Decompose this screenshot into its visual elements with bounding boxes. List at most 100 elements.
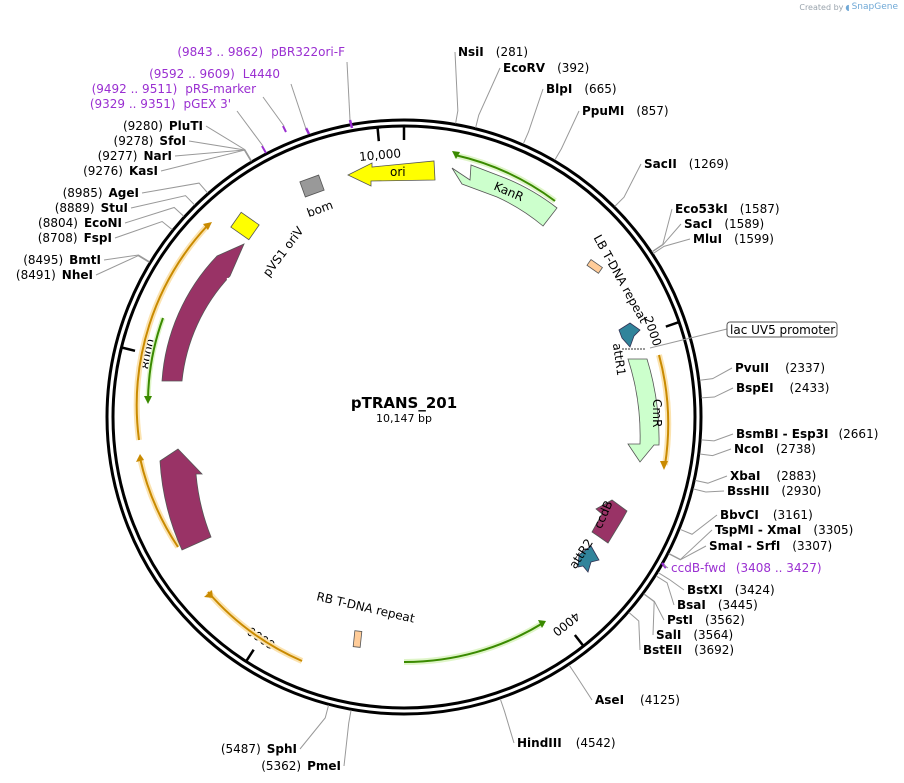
primer-mark <box>348 119 354 129</box>
site-label: BlpI(665) <box>546 82 617 96</box>
site-label: MluI(1599) <box>693 232 774 246</box>
site-label: EcoRV(392) <box>503 61 589 75</box>
plasmid-size: 10,147 bp <box>376 412 432 425</box>
site-leader-line <box>614 163 642 207</box>
site-label: BbvCI(3161) <box>720 508 813 522</box>
orf-arc <box>139 457 179 548</box>
orf-arrowhead <box>538 620 546 628</box>
pvs1-repa-feature <box>161 243 245 382</box>
primer-labels: (9843 .. 9862)pBR322ori-F (9592 .. 9609)… <box>90 45 822 575</box>
site-leader-line <box>699 367 733 381</box>
site-label: (8889)StuI <box>55 201 128 215</box>
site-label: (9278)SfoI <box>114 134 186 148</box>
primer-mark <box>261 145 267 154</box>
site-label: (9277)NarI <box>98 149 172 163</box>
primer-leader <box>236 110 264 147</box>
features <box>159 61 728 648</box>
site-label: PstI(3562) <box>667 613 745 627</box>
scale-tick <box>245 648 255 663</box>
primer-label: (9592 .. 9609)L4440 <box>149 67 280 81</box>
orf-arrowhead <box>136 454 144 462</box>
primer-mark <box>282 125 287 133</box>
site-label: (8495)BmtI <box>23 253 101 267</box>
site-leader-line <box>114 220 173 239</box>
site-labels: NsiI(281) EcoRV(392) BlpI(665) PpuMI(857… <box>16 45 879 773</box>
orf-arc <box>207 591 303 662</box>
site-leader-line <box>568 664 593 701</box>
site-label: BstXI(3424) <box>687 583 775 597</box>
site-label: (5362)PmeI <box>261 759 341 773</box>
site-leader-line <box>343 710 352 767</box>
lb-tdna-feature <box>586 258 604 274</box>
primer-label: (9843 .. 9862)pBR322ori-F <box>177 45 345 59</box>
site-label: BstEII(3692) <box>643 643 734 657</box>
orf-arc <box>403 622 544 664</box>
site-leader-line <box>499 698 515 744</box>
rb-tdna-label: RB T-DNA repeat <box>315 589 416 625</box>
site-leader-line <box>205 125 253 162</box>
site-leader-line <box>522 88 544 145</box>
primer-label: (9492 .. 9511)pRS-marker <box>92 82 256 96</box>
site-label: BspEI(2433) <box>736 381 829 395</box>
site-label: PvuII(2337) <box>735 361 825 375</box>
orf-arrowhead <box>144 396 152 404</box>
site-leader-line <box>679 514 718 535</box>
site-label: SalI(3564) <box>656 628 733 642</box>
credit: Created by ◖ SnapGene <box>799 2 898 12</box>
site-label: (8491)NheI <box>16 268 93 282</box>
site-leader-line <box>628 612 641 651</box>
site-label: PpuMI(857) <box>582 104 669 118</box>
cmr-feature <box>627 358 660 463</box>
site-leader-line <box>668 545 707 561</box>
site-label: BssHII(2930) <box>727 484 821 498</box>
site-label: AseI(4125) <box>595 693 680 707</box>
site-leader-line <box>693 488 725 493</box>
site-leader-line <box>454 51 459 124</box>
orf-arrowhead <box>452 151 460 159</box>
site-leader-line <box>475 67 501 128</box>
site-leader-line <box>652 238 691 254</box>
bom-feature <box>299 174 325 198</box>
site-label: HindIII(4542) <box>517 736 616 750</box>
site-label: (9276)KasI <box>83 164 158 178</box>
site-label: Eco53kI(1587) <box>675 202 780 216</box>
site-leader-line <box>657 572 685 591</box>
site-label: SacI(1589) <box>684 217 764 231</box>
orf-arc <box>454 154 556 202</box>
site-leader-line <box>141 182 208 194</box>
promoter-callout: lac UV5 promoter <box>726 321 838 338</box>
bom-label: bom <box>305 198 335 220</box>
scale-tick <box>121 346 136 353</box>
site-label: SmaI - SrfI(3307) <box>709 539 832 553</box>
scale-tick <box>665 320 680 328</box>
primer-mark <box>304 127 311 135</box>
ori-feature <box>347 160 436 187</box>
orf-arrowhead <box>203 222 212 230</box>
site-leader-line <box>124 206 185 224</box>
orf-arc <box>658 354 670 466</box>
primer-label: (9329 .. 9351)pGEX 3' <box>90 97 231 111</box>
site-label: BsaI(3445) <box>677 598 758 612</box>
attr2-feature <box>577 545 600 573</box>
orf-arc <box>147 317 164 401</box>
site-label: NsiI(281) <box>458 45 528 59</box>
primer-leader <box>663 564 669 569</box>
scale-tick-label: 10,000 <box>359 146 402 164</box>
primer-leader <box>346 61 351 121</box>
site-label: (8804)EcoNI <box>38 216 122 230</box>
orf-arrowhead <box>660 461 668 470</box>
ccdb-feature <box>591 499 628 544</box>
site-label: (8708)FspI <box>38 231 112 245</box>
cmr-label: CmR <box>650 399 664 427</box>
lac-uv5-leader <box>649 328 728 349</box>
attr1-label: attR1 <box>610 342 628 376</box>
lac-uv5-promoter-label: lac UV5 promoter <box>730 323 835 337</box>
site-leader-line <box>701 387 734 399</box>
orf-arc <box>135 224 209 441</box>
site-label: (5487)SphI <box>221 742 297 756</box>
credit-prefix: Created by <box>799 2 844 12</box>
site-leader-lines <box>95 51 734 767</box>
site-leader-line <box>643 593 655 636</box>
lb-tdna-label: LB T-DNA repeat <box>591 232 651 325</box>
